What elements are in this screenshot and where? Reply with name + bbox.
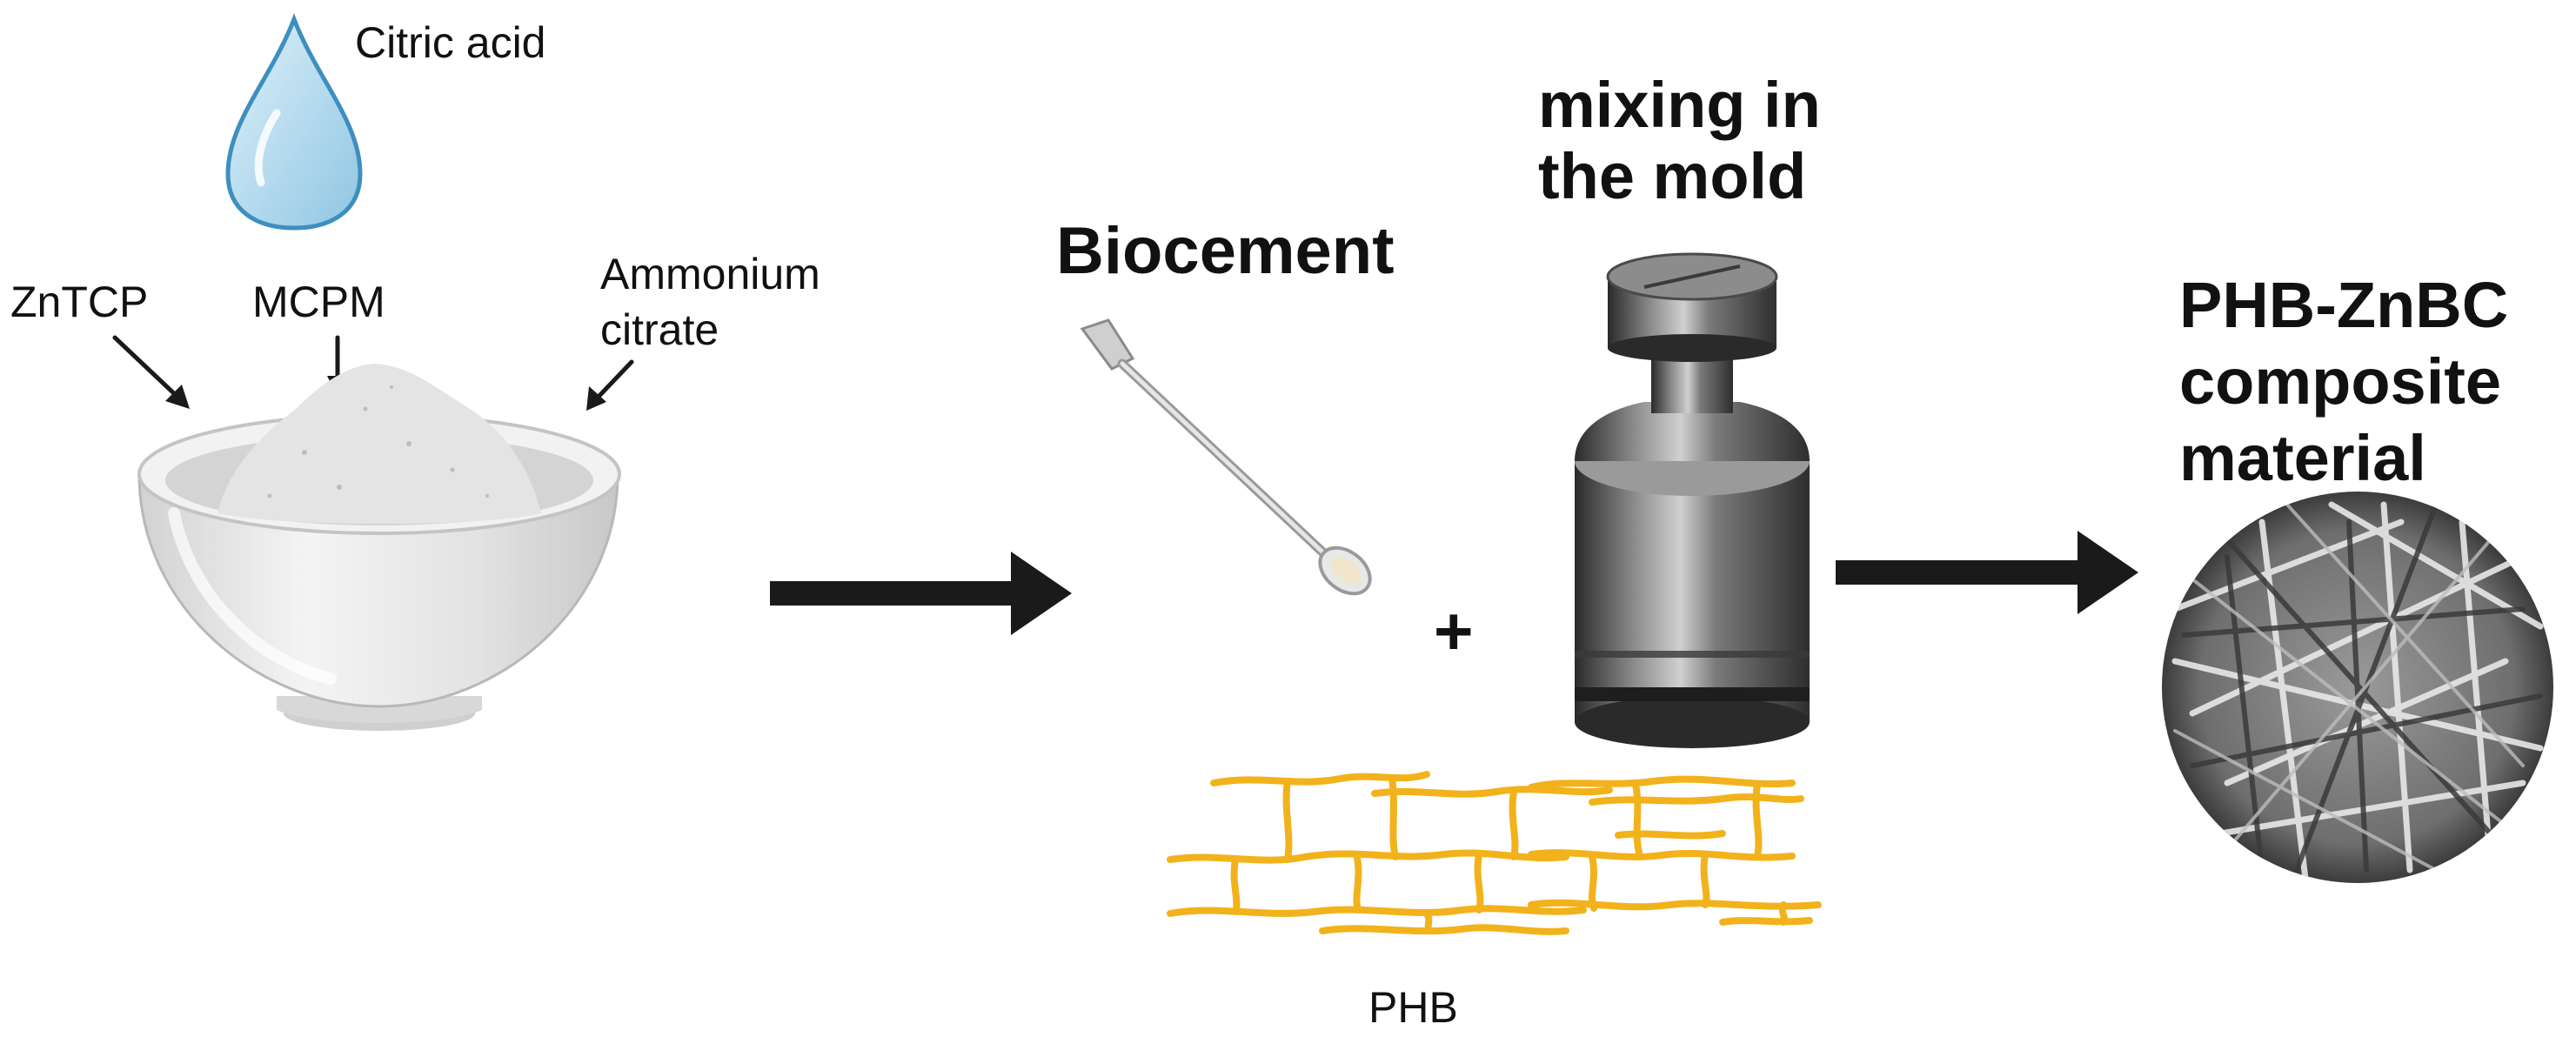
result-label-line1: PHB-ZnBC: [2179, 269, 2508, 341]
process-arrow-1-icon: [770, 552, 1072, 635]
result-label-line2: composite: [2179, 345, 2501, 418]
mold-icon: [1575, 252, 1810, 748]
citric-acid-label: Citric acid: [355, 18, 545, 67]
biocement-label: Biocement: [1056, 214, 1395, 288]
ammonium-label-line2: citrate: [600, 305, 719, 354]
ammonium-arrow-icon: [594, 359, 634, 401]
zntcp-arrow-icon: [112, 335, 180, 399]
mixing-label-line2: the mold: [1538, 140, 1806, 212]
bowl-with-powder-icon: [137, 364, 621, 731]
result-label-line3: material: [2179, 422, 2426, 494]
mcpm-label: MCPM: [252, 278, 385, 326]
mixing-label-line1: mixing in: [1538, 69, 1821, 141]
spatula-icon: [1080, 318, 1372, 596]
ammonium-label-line1: Ammonium: [600, 250, 820, 298]
zntcp-label: ZnTCP: [10, 278, 148, 326]
composite-micrograph-image: [2162, 492, 2553, 883]
phb-fiber-network-icon: [1167, 771, 1822, 935]
plus-sign: +: [1434, 592, 1474, 669]
phb-label: PHB: [1368, 983, 1458, 1032]
process-arrow-2-icon: [1836, 531, 2138, 614]
citric-acid-drop-icon: [225, 13, 363, 231]
